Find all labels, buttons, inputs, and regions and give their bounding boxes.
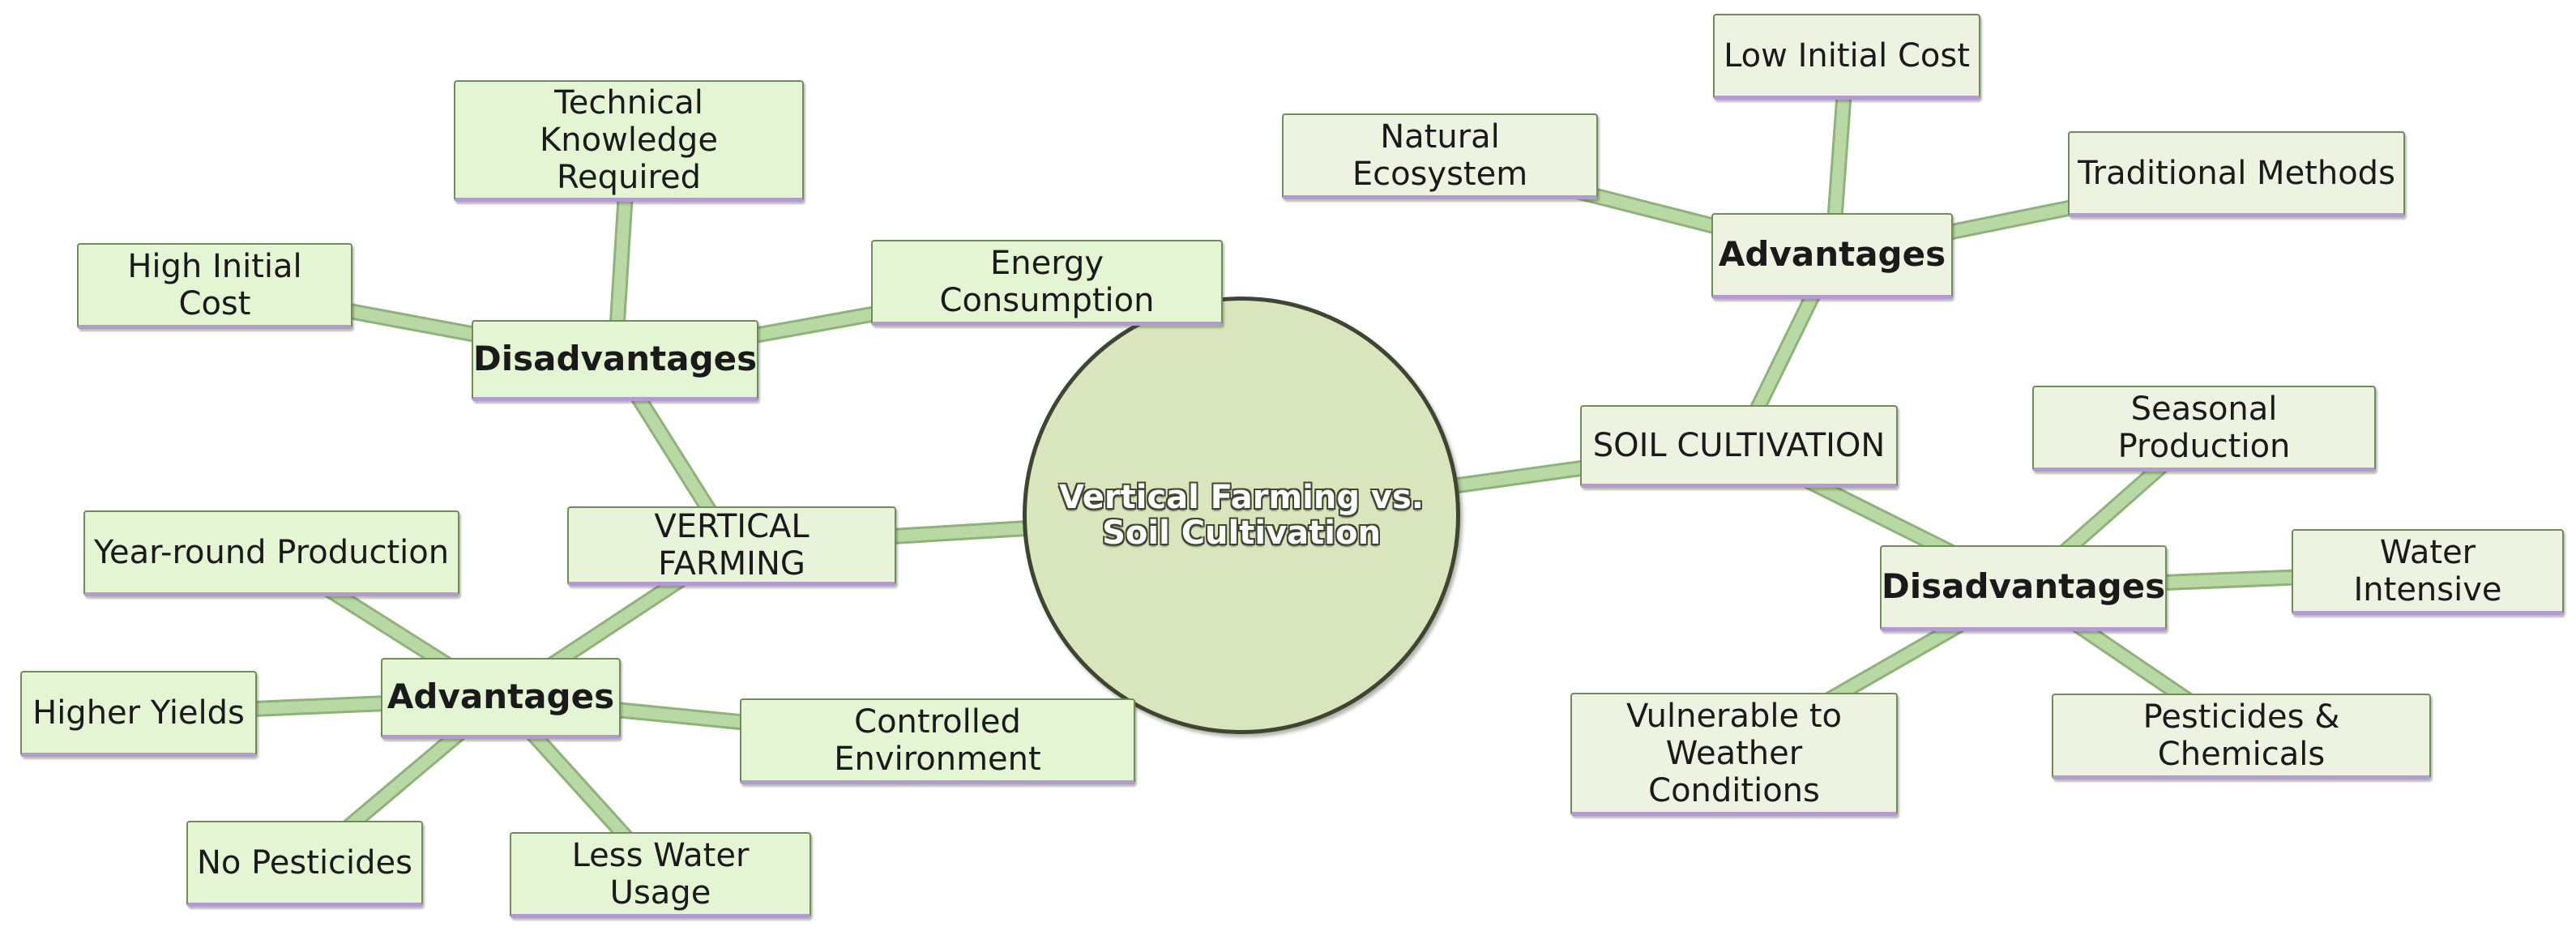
soil-cultivation-advantages-label: Advantages xyxy=(1718,234,1946,275)
vertical-farming-disadvantages-node[interactable]: Disadvantages xyxy=(472,320,758,401)
vf-advantage-item-label: Year-round Production xyxy=(93,533,450,571)
sc-disadvantage-item-label: Water Intensive xyxy=(2353,533,2502,608)
sc-disadvantage-item-label: Vulnerable to Weather Conditions xyxy=(1625,697,1842,809)
sc-advantage-item-label: Natural Ecosystem xyxy=(1352,117,1528,193)
sc-disadvantage-item-water-intensive[interactable]: Water Intensive xyxy=(2292,529,2564,615)
vertical-farming-advantages-node[interactable]: Advantages xyxy=(381,658,621,739)
sc-disadvantage-item-seasonal-production[interactable]: Seasonal Production xyxy=(2032,386,2376,472)
vf-disadvantage-item-energy-consumption[interactable]: Energy Consumption xyxy=(871,240,1223,326)
sc-disadvantage-item-vulnerable-to-weather[interactable]: Vulnerable to Weather Conditions xyxy=(1570,693,1898,816)
vertical-farming-disadvantages-label: Disadvantages xyxy=(472,339,758,379)
center-topic-node[interactable]: Vertical Farming vs. Soil Cultivation xyxy=(1023,297,1460,734)
vertical-farming-label: VERTICAL FARMING xyxy=(654,507,810,583)
vertical-farming-advantages-label: Advantages xyxy=(387,677,615,717)
vf-disadvantage-item-label: Technical Knowledge Required xyxy=(540,83,718,196)
sc-disadvantage-item-label: Seasonal Production xyxy=(2117,390,2291,465)
vertical-farming-node[interactable]: VERTICAL FARMING xyxy=(567,506,896,586)
vf-advantage-item-year-round-production[interactable]: Year-round Production xyxy=(83,510,459,596)
vf-advantage-item-higher-yields[interactable]: Higher Yields xyxy=(20,671,257,757)
sc-advantage-item-label: Low Initial Cost xyxy=(1724,36,1970,75)
sc-advantage-item-low-initial-cost[interactable]: Low Initial Cost xyxy=(1713,14,1980,100)
center-topic-label: Vertical Farming vs. Soil Cultivation xyxy=(1059,479,1424,552)
vf-disadvantage-item-high-initial-cost[interactable]: High Initial Cost xyxy=(77,243,352,329)
vf-advantage-item-label: Controlled Environment xyxy=(834,702,1041,778)
vf-advantage-item-label: Higher Yields xyxy=(32,694,245,732)
soil-cultivation-label: SOIL CULTIVATION xyxy=(1592,426,1886,464)
sc-advantage-item-label: Traditional Methods xyxy=(2078,154,2395,192)
vf-advantage-item-no-pesticides[interactable]: No Pesticides xyxy=(186,821,423,907)
vf-advantage-item-label: Less Water Usage xyxy=(571,836,750,912)
sc-disadvantage-item-label: Pesticides & Chemicals xyxy=(2142,698,2340,773)
sc-advantage-item-natural-ecosystem[interactable]: Natural Ecosystem xyxy=(1282,113,1598,199)
sc-disadvantage-item-pesticides-chemicals[interactable]: Pesticides & Chemicals xyxy=(2052,694,2431,779)
vf-disadvantage-item-label: Energy Consumption xyxy=(939,244,1155,319)
vf-advantage-item-controlled-environment[interactable]: Controlled Environment xyxy=(740,698,1135,784)
vf-advantage-item-label: No Pesticides xyxy=(197,843,412,882)
vf-disadvantage-item-technical-knowledge[interactable]: Technical Knowledge Required xyxy=(454,80,804,202)
soil-cultivation-disadvantages-label: Disadvantages xyxy=(1881,566,2166,607)
soil-cultivation-advantages-node[interactable]: Advantages xyxy=(1711,213,1953,299)
vf-advantage-item-less-water-usage[interactable]: Less Water Usage xyxy=(510,832,811,918)
soil-cultivation-disadvantages-node[interactable]: Disadvantages xyxy=(1880,545,2167,631)
vf-disadvantage-item-label: High Initial Cost xyxy=(127,247,302,322)
soil-cultivation-node[interactable]: SOIL CULTIVATION xyxy=(1580,405,1898,488)
sc-advantage-item-traditional-methods[interactable]: Traditional Methods xyxy=(2068,131,2405,217)
